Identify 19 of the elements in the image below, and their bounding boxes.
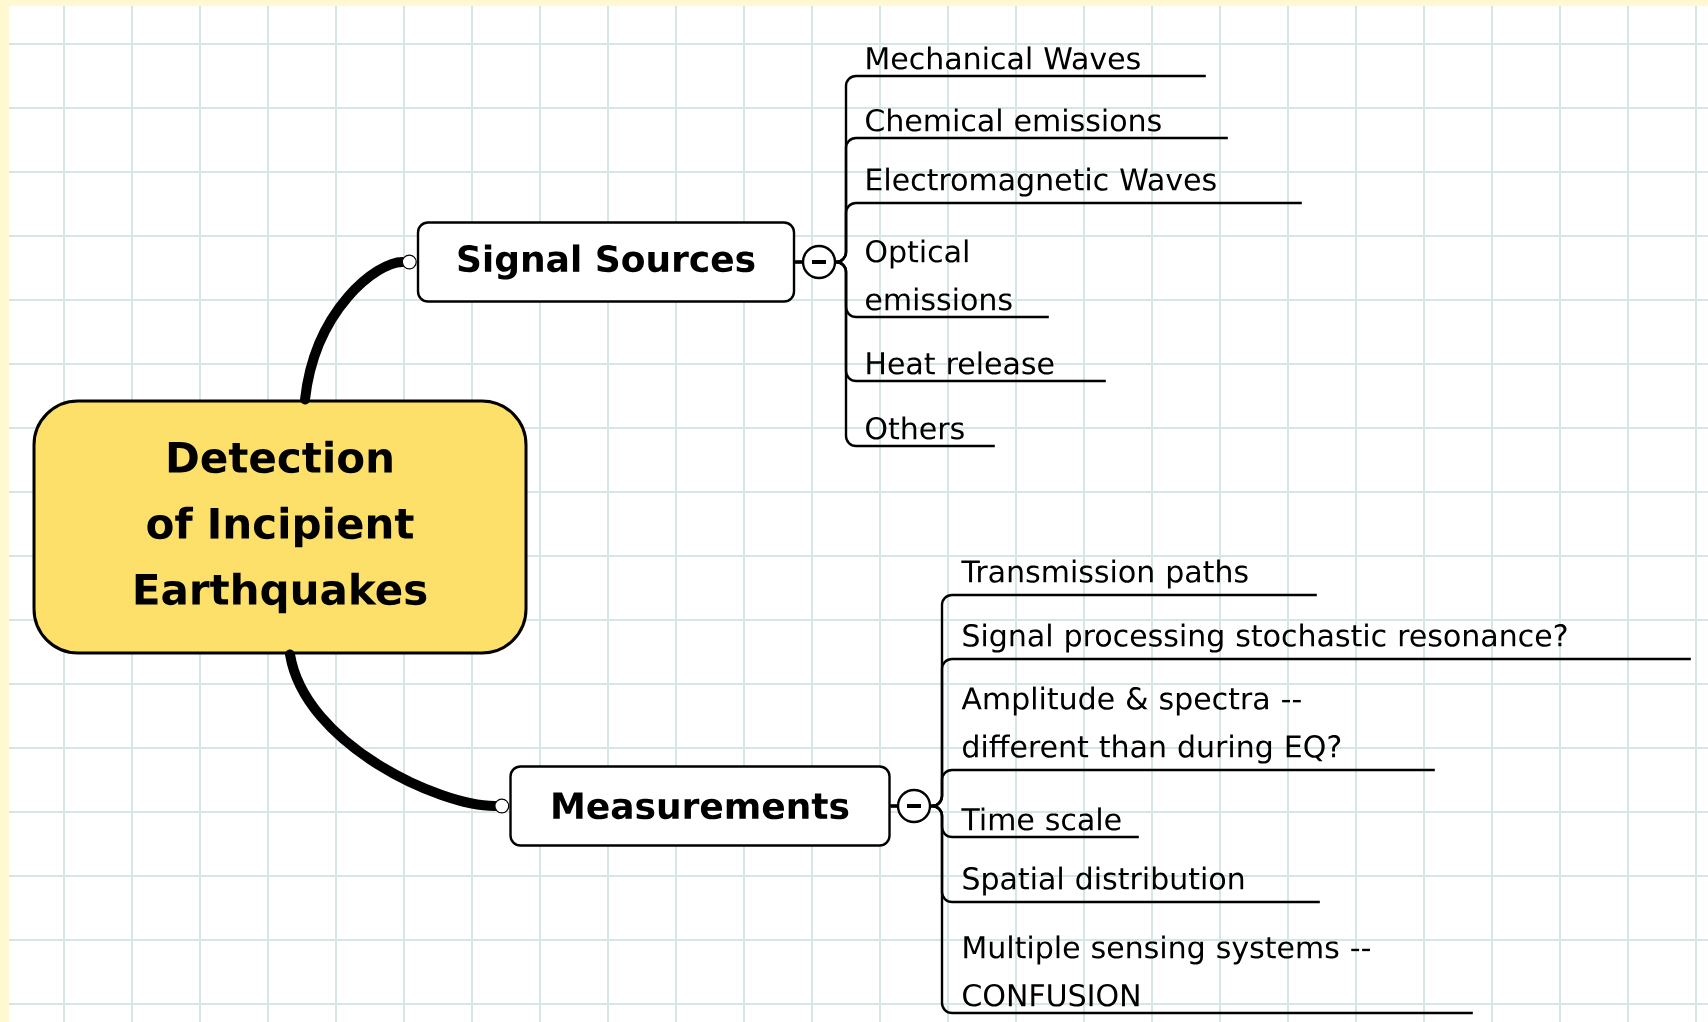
connector: [300, 254, 417, 405]
underlined-subtopic: Multiple sensing systems -- CONFUSION: [957, 935, 1473, 1015]
topic-box: Signal Sources: [416, 221, 796, 303]
underlined-subtopic: Spatial distribution: [957, 866, 1320, 904]
connector: [795, 260, 860, 448]
underlined-subtopic: Others: [860, 416, 995, 448]
connector: [890, 804, 957, 1015]
topic-box: Measurements: [509, 765, 891, 847]
underlined-subtopic: Chemical emissions: [860, 108, 1228, 140]
underlined-subtopic: Heat release: [860, 351, 1106, 383]
underlined-subtopic: Optical emissions: [860, 239, 1049, 319]
underlined-subtopic: Mechanical Waves: [860, 46, 1206, 78]
underlined-subtopic: Signal processing stochastic resonance?: [957, 623, 1691, 661]
underlined-subtopic: Electromagnetic Waves: [860, 167, 1302, 205]
connector: [285, 649, 510, 814]
underlined-subtopic: Transmission paths: [957, 559, 1317, 597]
central-topic-box: Detection of Incipient Earthquakes: [32, 399, 528, 655]
underlined-subtopic: Amplitude & spectra -- different than during EQ?: [957, 686, 1435, 772]
underlined-subtopic: Time scale: [957, 807, 1139, 839]
